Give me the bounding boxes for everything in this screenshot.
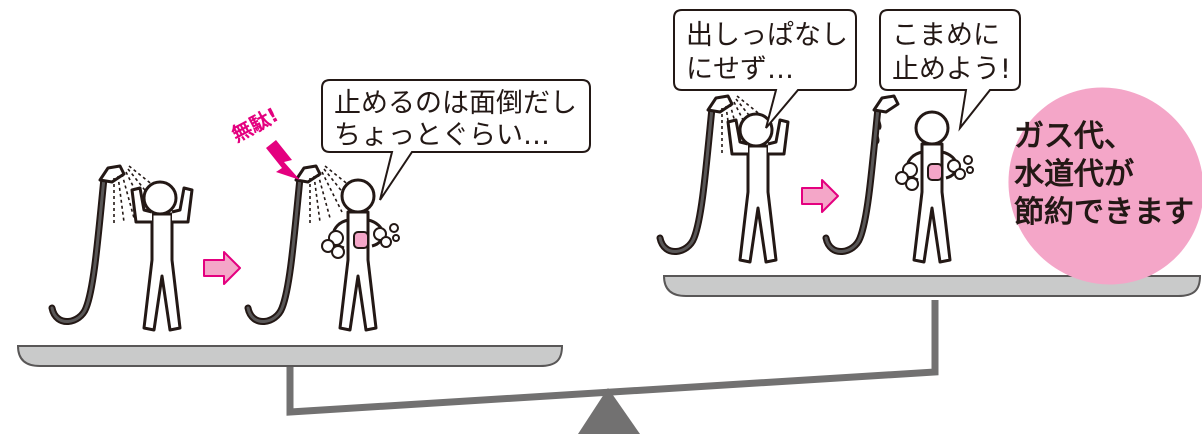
speech-bubble-left: 止めるのは面倒だし ちょっとぐらい…: [321, 79, 591, 201]
figure-washing-right: [894, 110, 975, 264]
right-tray: [662, 275, 1202, 297]
figure-raised-arms-right: [726, 112, 790, 264]
transition-arrow-left: [203, 251, 241, 285]
waste-exclamation: 無駄!: [228, 102, 300, 180]
savings-callout-line1: ガス代、: [1014, 119, 1134, 154]
speech-bubble-right-2-line1: こまめに: [892, 20, 1000, 51]
down-arrow-icon: [266, 140, 300, 180]
water-drop-icon: [876, 134, 880, 144]
figure-washing-left: [320, 178, 401, 332]
left-scene: 無駄! 止めるのは面倒だし ちょっとぐらい…: [52, 79, 591, 332]
speech-bubble-left-line1: 止めるのは面倒だし: [334, 88, 577, 119]
speech-bubble-right-2-line2: 止めよう!: [892, 54, 1011, 85]
fulcrum-triangle: [578, 388, 640, 434]
shower-off: [826, 96, 898, 252]
left-tray: [16, 345, 564, 367]
balance-beam: [286, 300, 939, 416]
speech-bubble-right-1: 出しっぱなし にせず…: [673, 9, 857, 129]
transition-arrow-right: [801, 179, 839, 213]
speech-bubble-right-1-line1: 出しっぱなし: [686, 20, 848, 51]
speech-bubble-left-line2: ちょっとぐらい…: [334, 120, 550, 151]
speech-bubble-right-2: こまめに 止めよう!: [879, 9, 1021, 132]
waste-exclamation-text: 無駄!: [228, 102, 283, 146]
figure-raised-arms-left: [130, 180, 194, 332]
savings-callout-line3: 節約できます: [1014, 195, 1194, 230]
savings-callout-line2: 水道代が: [1014, 157, 1134, 192]
savings-callout: ガス代、 水道代が 節約できます: [1008, 87, 1202, 285]
water-drop-icon: [878, 120, 882, 130]
balance-scale: [16, 275, 1202, 434]
right-scene: 出しっぱなし にせず… こまめに 止めよう! ガス代、 水道代が 節約できます: [660, 9, 1202, 285]
speech-bubble-right-1-line2: にせず…: [686, 54, 794, 85]
